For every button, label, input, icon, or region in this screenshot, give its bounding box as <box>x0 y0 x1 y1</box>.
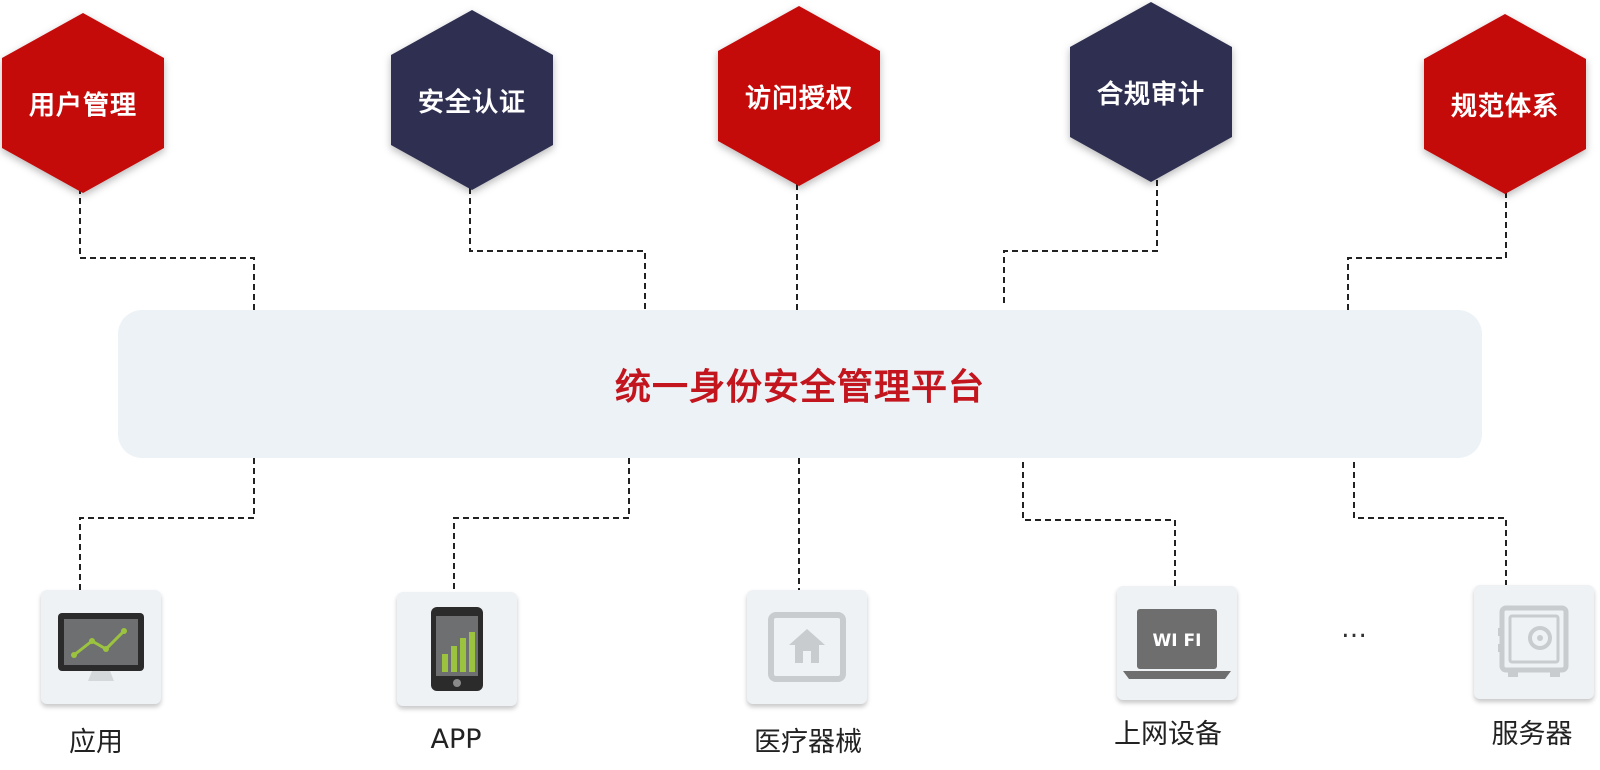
hex-compliance-audit: 合规审计 <box>1070 2 1232 182</box>
identity-platform: 统一身份安全管理平台 <box>118 310 1482 458</box>
hex-label: 合规审计 <box>1096 79 1205 110</box>
hex-standards-system: 规范体系 <box>1424 14 1586 194</box>
device-tile-network-device: WI FI <box>1117 586 1237 700</box>
safe-icon <box>1498 605 1569 677</box>
connector-standards <box>1347 192 1507 312</box>
hex-access-authorization: 访问授权 <box>718 6 880 186</box>
device-tile-server <box>1474 585 1594 699</box>
device-label-medical-device: 医疗器械 <box>754 727 862 758</box>
hex-security-authentication: 安全认证 <box>391 10 553 190</box>
hex-label: 访问授权 <box>744 83 853 114</box>
more-devices-ellipsis: … <box>1341 614 1367 644</box>
hex-label: 安全认证 <box>417 87 526 118</box>
device-label-mobile-app: APP <box>430 724 482 755</box>
connector-compliance-audit <box>1003 180 1158 306</box>
connector-network-device <box>1022 462 1176 588</box>
wifi-laptop-icon: WI FI <box>1123 609 1231 679</box>
smartphone-chart-icon <box>431 607 483 691</box>
connector-server <box>1353 462 1507 585</box>
home-icon <box>768 612 846 682</box>
platform-title: 统一身份安全管理平台 <box>614 367 985 408</box>
wifi-screen-text: WI FI <box>1153 631 1202 651</box>
device-tile-mobile-app <box>397 592 517 706</box>
connector-security-auth <box>469 188 646 310</box>
device-label-network-device: 上网设备 <box>1114 719 1222 750</box>
device-label-application: 应用 <box>69 727 123 758</box>
device-tile-medical-device <box>747 590 867 704</box>
device-label-server: 服务器 <box>1491 719 1573 750</box>
hex-label: 规范体系 <box>1450 91 1559 122</box>
hex-label: 用户管理 <box>28 90 137 121</box>
connector-app <box>79 458 255 592</box>
device-tile-application <box>41 590 161 704</box>
connector-user-management <box>79 188 255 310</box>
monitor-chart-icon <box>58 613 144 681</box>
hex-user-management: 用户管理 <box>2 13 164 193</box>
connector-mobile-app <box>453 458 630 592</box>
